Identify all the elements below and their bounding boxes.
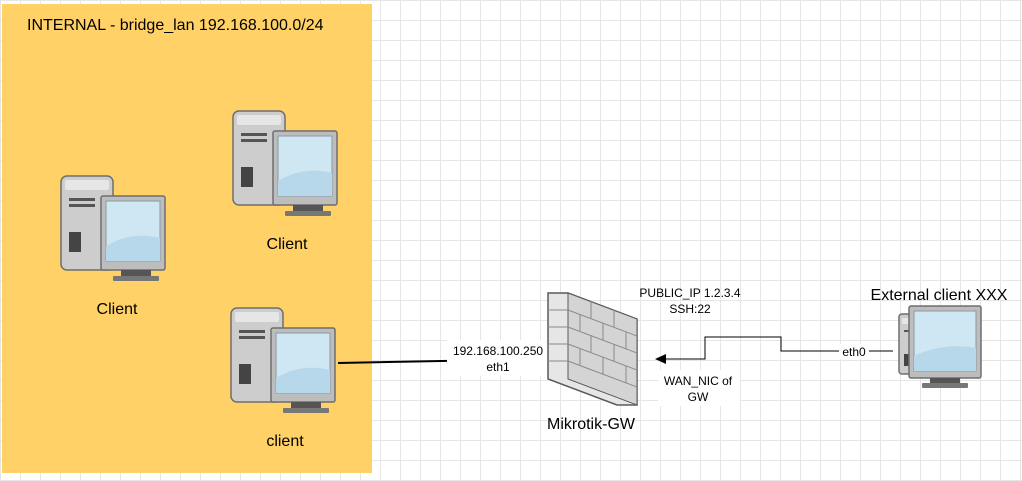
ssh-port-label: SSH:22 (669, 302, 711, 316)
external-client-label: External client XXX (871, 287, 1008, 304)
wan-link (663, 336, 893, 360)
gateway-label: Mikrotik-GW (547, 416, 636, 433)
lan-ip-label: 192.168.100.250 (453, 344, 543, 358)
eth0-label: eth0 (842, 345, 866, 359)
arrow-head-icon (655, 354, 666, 364)
client-label: Client (97, 301, 138, 318)
public-ip-label: PUBLIC_IP 1.2.3.4 (639, 286, 741, 300)
client-label: Client (267, 236, 308, 253)
wan-nic-label-2: GW (688, 390, 709, 404)
external-client-pc-icon[interactable] (898, 305, 982, 388)
client-label: client (266, 433, 304, 450)
wan-nic-label: WAN_NIC of (664, 374, 733, 388)
firewall-icon[interactable] (547, 292, 638, 406)
zone-title: INTERNAL - bridge_lan 192.168.100.0/24 (27, 17, 324, 34)
lan-interface-label: eth1 (486, 360, 510, 374)
